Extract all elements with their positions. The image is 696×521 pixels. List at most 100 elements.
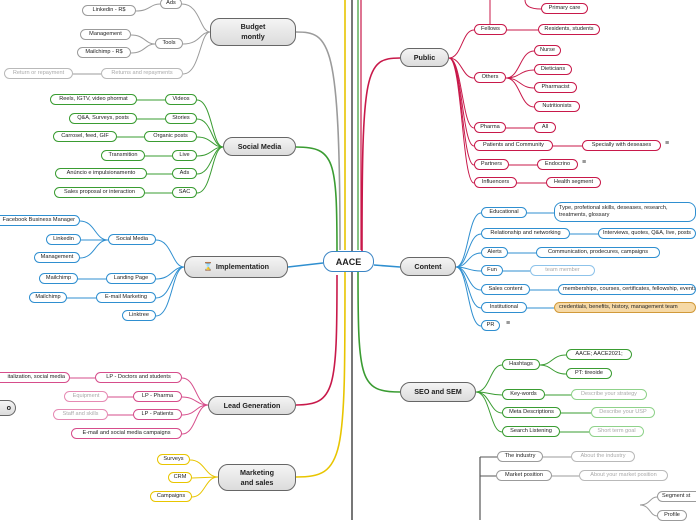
seo-listening-detail[interactable]: Short term goal [589,426,644,437]
branch-marketing-sales[interactable]: Marketing and sales [218,464,296,491]
content-educational-detail[interactable]: Type, profetional skills, deseases, rese… [554,202,696,222]
public-influencers[interactable]: Influencers [474,177,517,188]
branch-budget[interactable]: Budget montly [210,18,296,46]
public-nurse[interactable]: Nurse [534,45,561,56]
branch-lead-generation[interactable]: Lead Generation [208,396,296,415]
public-nutritionists[interactable]: Nutritionists [534,101,580,112]
lead-equipment[interactable]: Equipment [64,391,108,402]
public-endocrino-notes-icon[interactable]: ≡ [582,159,587,166]
public-residents[interactable]: Residents, students [538,24,600,35]
public-patients[interactable]: Patients and Community [474,140,553,151]
social-organic[interactable]: Organic posts [144,131,197,142]
connector-marketing [295,269,346,478]
public-fellows[interactable]: Fellows [474,24,507,35]
content-sales-detail[interactable]: memberships, courses, certificates, fell… [558,284,696,295]
seo-hashtags-2[interactable]: PT: tireoide [566,368,612,379]
seo-listening[interactable]: Search Listening [502,426,560,437]
social-videos-detail[interactable]: Reels, IGTV, video phormat [50,94,137,105]
social-videos[interactable]: Videos [165,94,197,105]
social-sac-detail[interactable]: Sales proposal or interaction [54,187,145,198]
lead-lp-patients[interactable]: LP - Patients [133,409,182,420]
content-fun-detail[interactable]: team member [530,265,595,276]
marketing-surveys[interactable]: Surveys [157,454,190,465]
public-health-segment[interactable]: Health segment [546,177,601,188]
impl-facebook[interactable]: Facebook Business Manager [0,215,80,226]
branch-public[interactable]: Public [400,48,449,67]
impl-social-media[interactable]: Social Media [108,234,156,245]
public-pharmacist[interactable]: Pharmacist [534,82,577,93]
seo-meta-detail[interactable]: Describe your USP [591,407,655,418]
social-live[interactable]: Live [172,150,197,161]
social-organic-detail[interactable]: Carrosel, feed, GIF [53,131,117,142]
public-specialty[interactable]: Specially with deseases [582,140,661,151]
seo-meta[interactable]: Meta Descriptions [502,407,561,418]
content-institutional[interactable]: Institutional [481,302,527,313]
market-position-detail[interactable]: About your market position [579,470,668,481]
budget-returns[interactable]: Returns and repayments [101,68,183,79]
public-primary-care[interactable]: Primary care [541,3,588,14]
impl-landing-page[interactable]: Landing Page [106,273,156,284]
social-connectors [117,99,224,194]
impl-linktree[interactable]: Linktree [122,310,156,321]
social-sac[interactable]: SAC [172,187,197,198]
market-connectors [543,456,658,517]
social-live-detail[interactable]: Transmition [101,150,145,161]
impl-mailchimp-1[interactable]: Mailchimp [39,273,78,284]
content-institutional-detail[interactable]: credentials, benefits, history, manageme… [554,302,696,313]
content-fun[interactable]: Fun [481,265,503,276]
social-stories-detail[interactable]: Q&A, Surveys, posts [69,113,137,124]
hourglass-icon: ⌛ [202,262,213,271]
market-segment[interactable]: Segment st [657,491,696,502]
lead-lp-doctors-detail[interactable]: italization, social media [0,372,70,383]
social-stories[interactable]: Stories [165,113,197,124]
budget-linkedin[interactable]: Linkedin - R$ [82,5,136,16]
market-industry-detail[interactable]: About the industry [571,451,635,462]
seo-hashtags[interactable]: Hashtags [502,359,540,370]
seo-keywords[interactable]: Key-words [502,389,545,400]
public-pharma[interactable]: Pharma [474,122,506,133]
marketing-campaigns[interactable]: Campaigns [150,491,192,502]
impl-linkedin[interactable]: Linkedin [46,234,81,245]
budget-mailchimp[interactable]: Mailchimp - R$ [77,47,131,58]
budget-management[interactable]: Management [80,29,131,40]
content-sales[interactable]: Sales content [481,284,530,295]
budget-ads[interactable]: Ads [160,0,182,9]
lead-lp-doctors[interactable]: LP - Doctors and students [95,372,182,383]
budget-return-repayment[interactable]: Return or repayment [4,68,73,79]
social-ads[interactable]: Ads [172,168,197,179]
budget-tools[interactable]: Tools [155,38,183,49]
branch-implementation[interactable]: ⌛ Implementation [184,256,288,278]
market-industry[interactable]: The industry [497,451,543,462]
content-pr[interactable]: PR [481,320,500,331]
lead-lp-pharma[interactable]: LP - Pharma [133,391,182,402]
branch-social-media[interactable]: Social Media [223,137,296,156]
market-profile[interactable]: Profile [657,510,687,521]
central-topic[interactable]: AACE [323,251,374,272]
public-endocrino[interactable]: Endocrino [537,159,578,170]
content-pr-notes-icon[interactable]: ≡ [506,320,511,327]
public-dieticians[interactable]: Dieticians [534,64,572,75]
impl-management[interactable]: Management [34,252,80,263]
public-others[interactable]: Others [474,72,506,83]
content-relationship-detail[interactable]: Interviews, quotes, Q&A, live, posts [598,228,696,239]
lead-cut-off-node[interactable]: o [0,400,16,416]
branch-content[interactable]: Content [400,257,456,276]
seo-hashtags-1[interactable]: AACE; AACE2021; [566,349,632,360]
lead-email-campaigns[interactable]: E-mail and social media campaigns [71,428,182,439]
lead-staff-skills[interactable]: Staff and skills [53,409,108,420]
public-partners[interactable]: Partners [474,159,509,170]
marketing-crm[interactable]: CRM [168,472,192,483]
branch-seo-sem[interactable]: SEO and SEM [400,382,476,402]
impl-email-marketing[interactable]: E-mail Marketing [96,292,156,303]
content-relationship[interactable]: Relationship and networking [481,228,570,239]
market-position[interactable]: Market position [496,470,552,481]
content-educational[interactable]: Educational [481,207,527,218]
public-specialty-notes-icon[interactable]: ≡ [665,140,670,147]
content-alerts[interactable]: Alerts [481,247,508,258]
seo-keywords-detail[interactable]: Describe your strategy [571,389,647,400]
social-ads-detail[interactable]: Anúncio e impulsionamento [55,168,147,179]
public-all[interactable]: All [534,122,556,133]
impl-mailchimp-2[interactable]: Mailchimp [29,292,67,303]
content-alerts-detail[interactable]: Communication, prodecures, campaigns [536,247,660,258]
